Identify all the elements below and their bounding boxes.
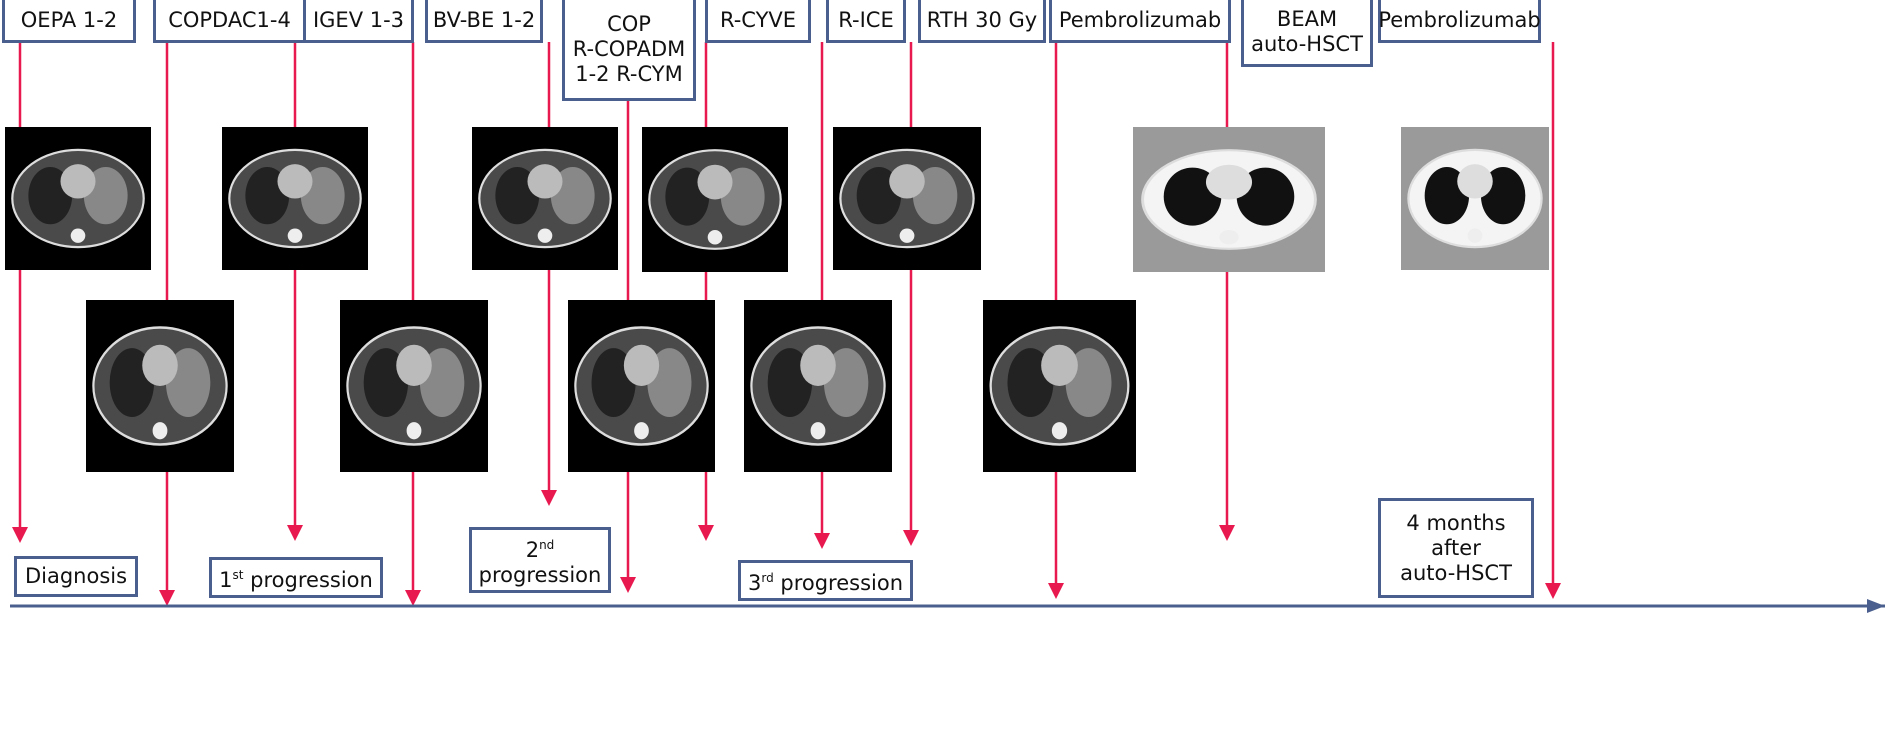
ct-scan-image [568,300,715,472]
treatment-pembrolizumab: Pembrolizumab [1049,0,1231,43]
label: OEPA 1-2 [20,7,118,32]
label: R-ICE [838,7,894,32]
label: auto-HSCT [1400,560,1512,585]
label: Pembrolizumab [1058,7,1222,32]
treatment-oepa: OEPA 1-2 [2,0,136,43]
treatment-rth: RTH 30 Gy [918,0,1046,43]
ct-scan-image [642,127,788,272]
label: BV-BE 1-2 [432,7,536,32]
label: COPDAC1-4 [168,7,291,32]
label: RTH 30 Gy [926,7,1038,32]
label: 4 months [1406,510,1506,535]
ct-scan-image [983,300,1136,472]
label: nd [539,537,555,552]
treatment-copdac: COPDAC1-4 [153,0,306,43]
label: progression [773,570,904,595]
label: R-COPADM [572,36,686,61]
treatment-rice: R-ICE [826,0,906,43]
ct-scan-image [222,127,368,270]
milestone-3rd-progression: 3rd progression [738,560,913,601]
label: 2 [525,537,540,562]
label: rd [761,570,774,585]
treatment-igev: IGEV 1-3 [303,0,414,43]
label: R-CYVE [719,7,797,32]
treatment-bvbe: BV-BE 1-2 [425,0,543,43]
ct-scan-image [472,127,618,270]
ct-scan-image [1401,127,1549,270]
ct-scan-image [833,127,981,270]
label: COP [607,11,651,36]
label: BEAM [1276,7,1338,31]
label: Diagnosis [24,564,128,588]
ct-scan-image [340,300,488,472]
label: progression [478,562,602,587]
label: 1-2 R-CYM [575,61,683,86]
milestone-2nd-progression: 2nd progression [469,527,611,593]
milestone-1st-progression: 1st progression [209,557,383,598]
label: st [232,567,244,582]
label: 1 [219,567,233,592]
label: after [1431,535,1481,560]
ct-scan-image [744,300,892,472]
label: Pembrolizumab [1378,7,1541,32]
treatment-pembrolizumab-2: Pembrolizumab [1378,0,1541,43]
ct-scan-image [5,127,151,270]
ct-scan-image [86,300,234,472]
label: auto-HSCT [1251,32,1363,56]
label: IGEV 1-3 [312,7,405,32]
ct-scan-image [1133,127,1325,272]
treatment-rcyve: R-CYVE [705,0,811,43]
label: 3 [747,570,762,595]
milestone-diagnosis: Diagnosis [14,556,138,597]
label: progression [243,567,373,592]
